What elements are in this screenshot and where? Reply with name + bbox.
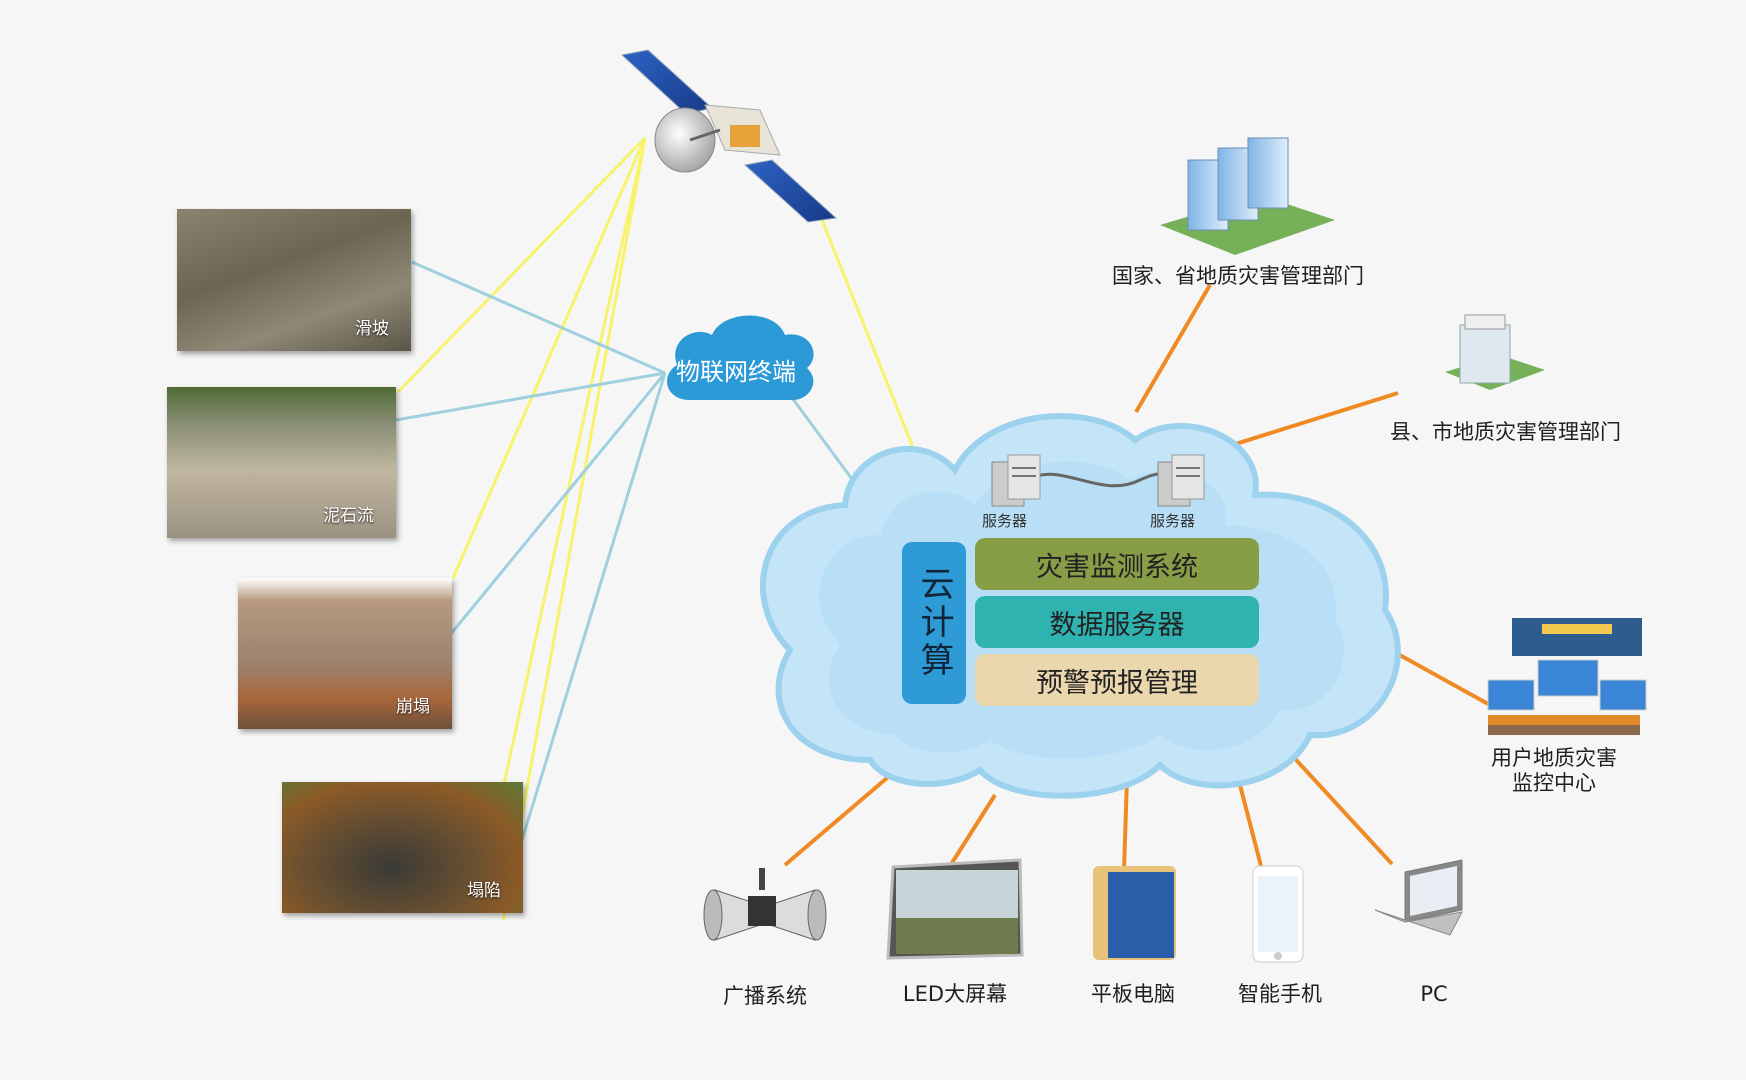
satellite-icon bbox=[620, 49, 838, 223]
device-label-pc: PC bbox=[1420, 982, 1448, 1006]
warning-management-layer: 预警预报管理 bbox=[975, 654, 1259, 706]
cloud-computing-label: 云计算 bbox=[902, 542, 966, 704]
layer-label: 数据服务器 bbox=[1049, 609, 1185, 641]
monitoring-center-line: 监控中心 bbox=[1512, 771, 1596, 795]
layer-label: 灾害监测系统 bbox=[1036, 551, 1198, 583]
laptop-icon bbox=[1374, 859, 1463, 936]
layer-label: 预警预报管理 bbox=[1036, 667, 1198, 699]
monitoring-center-line: 用户地质灾害 bbox=[1491, 746, 1617, 770]
iot-links bbox=[395, 260, 862, 841]
hazard-photo-collapse: 崩塌 bbox=[238, 578, 452, 729]
device-label-smartphone: 智能手机 bbox=[1238, 982, 1322, 1006]
hazard-label: 泥石流 bbox=[323, 506, 374, 526]
device-label-broadcast: 广播系统 bbox=[723, 984, 807, 1008]
led-screen-icon bbox=[886, 858, 1024, 960]
server-label: 服务器 bbox=[1150, 512, 1196, 530]
cloud-computing-text: 云计算 bbox=[914, 566, 954, 680]
server-label: 服务器 bbox=[982, 512, 1028, 530]
county-department-label: 县、市地质灾害管理部门 bbox=[1390, 420, 1621, 444]
device-label-tablet: 平板电脑 bbox=[1091, 982, 1175, 1006]
government-building-icon bbox=[1160, 137, 1335, 255]
hazard-label: 塌陷 bbox=[467, 881, 501, 901]
tablet-icon bbox=[1093, 866, 1176, 960]
office-building-icon bbox=[1445, 314, 1545, 390]
hazard-label: 崩塌 bbox=[396, 697, 430, 717]
iot-terminal-label: 物联网终端 bbox=[676, 358, 796, 386]
hazard-photo-debris-flow: 泥石流 bbox=[167, 387, 396, 538]
national-department-label: 国家、省地质灾害管理部门 bbox=[1112, 264, 1364, 288]
disaster-monitoring-layer: 灾害监测系统 bbox=[975, 538, 1259, 590]
monitoring-center-label: 用户地质灾害 监控中心 bbox=[1491, 746, 1617, 796]
hazard-label: 滑坡 bbox=[355, 319, 389, 339]
server-icon bbox=[1157, 454, 1205, 507]
device-label-led: LED大屏幕 bbox=[902, 982, 1008, 1006]
smartphone-icon bbox=[1252, 865, 1304, 963]
hazard-photo-subsidence: 塌陷 bbox=[282, 782, 523, 913]
monitoring-center-icon bbox=[1487, 618, 1647, 735]
data-server-layer: 数据服务器 bbox=[975, 596, 1259, 648]
hazard-photo-landslide: 滑坡 bbox=[177, 209, 411, 351]
iot-cloud-shape bbox=[667, 315, 814, 401]
server-icon bbox=[991, 454, 1041, 507]
satellite-links bbox=[396, 136, 932, 921]
loudspeaker-icon bbox=[703, 868, 827, 941]
